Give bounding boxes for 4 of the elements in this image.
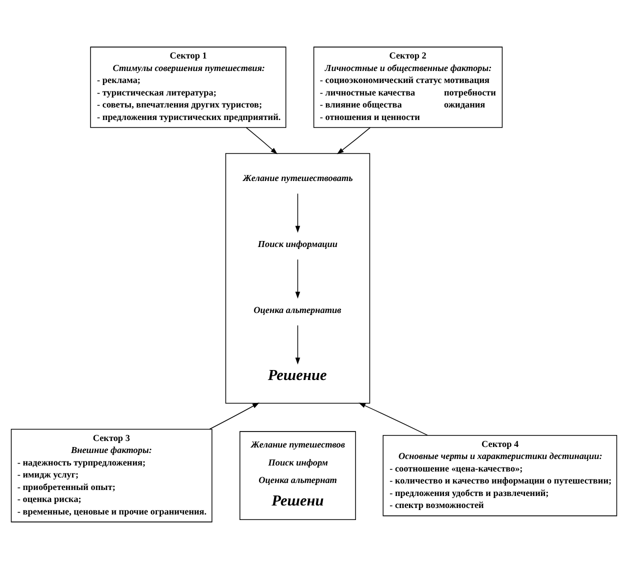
node-text: Решение (268, 367, 327, 384)
node-text: Оценка альтернатив (254, 304, 342, 315)
node-text: Поиск информации (258, 239, 338, 250)
node-text: Желание путешествовать (242, 173, 353, 184)
